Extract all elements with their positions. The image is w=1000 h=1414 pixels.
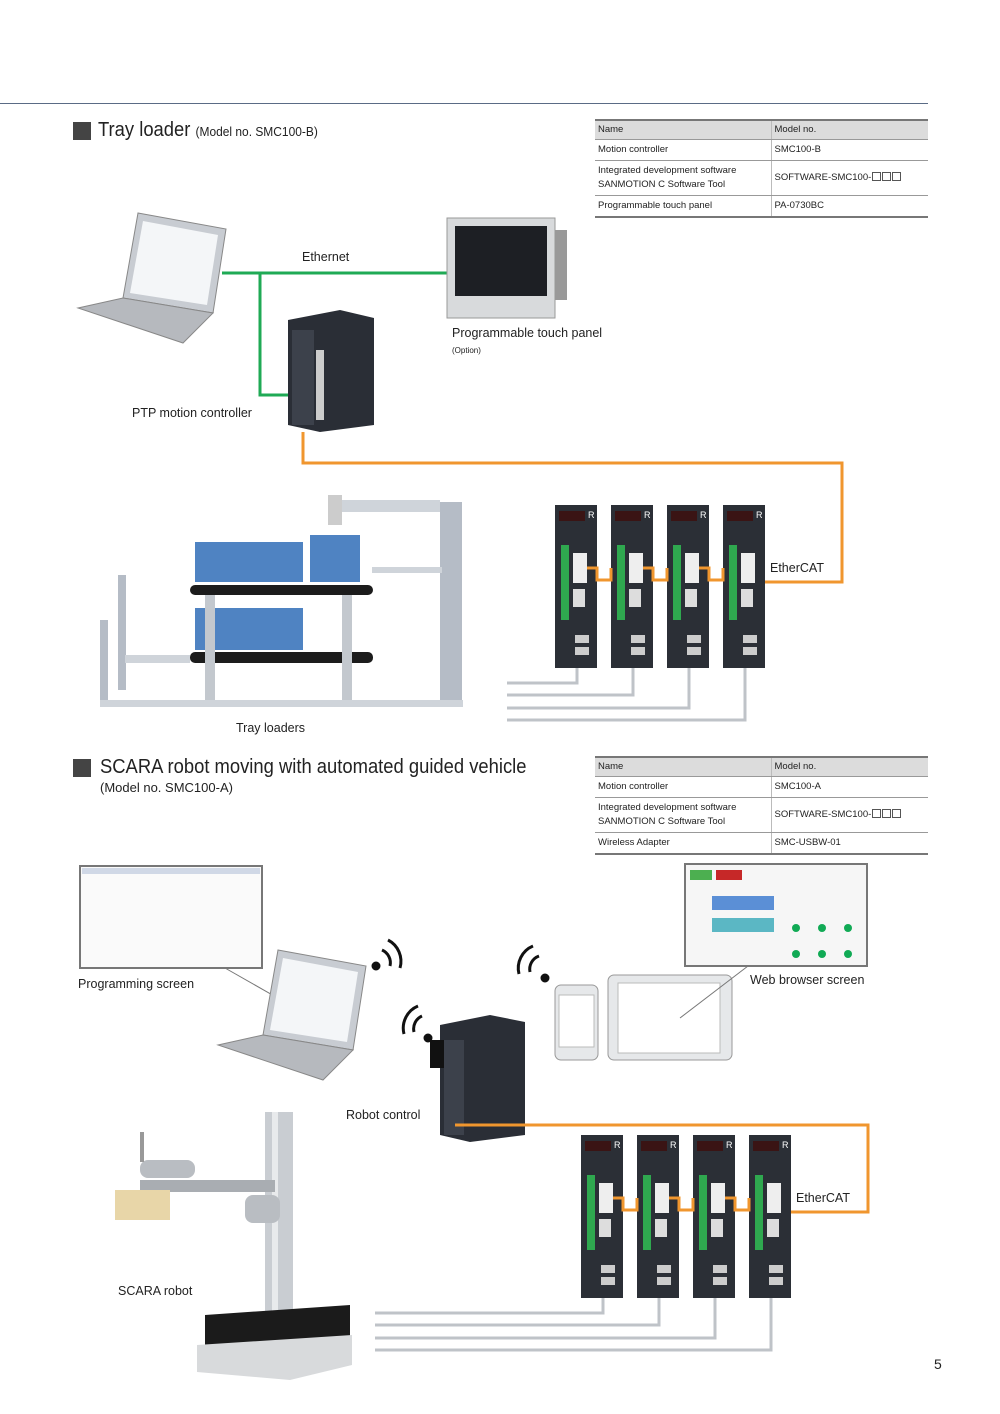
placeholder-box (882, 171, 892, 181)
ethercat-label: EtherCAT (796, 1191, 850, 1205)
cell-text: SOFTWARE-SMC100- (774, 171, 872, 183)
placeholder-box (892, 171, 902, 181)
robot-control-label: Robot control (346, 1108, 421, 1122)
servo-drive (667, 505, 709, 668)
ethercat-link (643, 566, 669, 582)
wifi-icon (401, 1004, 433, 1043)
title-text: Tray loader (98, 119, 191, 141)
tray-loader-illustration (100, 495, 463, 707)
option-label: (Option) (452, 346, 481, 355)
placeholder-box (872, 808, 882, 818)
col-model: Model no. (771, 119, 928, 140)
servo-drive (611, 505, 653, 668)
cell-line: Integrated development software (598, 801, 737, 813)
servo-drive (749, 1135, 791, 1298)
ethercat-link (699, 566, 725, 582)
servo-drives-2 (581, 1135, 791, 1298)
tablet-image (607, 974, 733, 1061)
cell: Programmable touch panel (595, 195, 772, 218)
wifi-icon (516, 944, 550, 983)
ethercat-line (301, 432, 844, 584)
laptop-2 (217, 949, 367, 1081)
cell: Wireless Adapter (595, 832, 772, 855)
web-browser-screen-label: Web browser screen (750, 973, 865, 987)
servo-drive (555, 505, 597, 668)
touch-panel-image (446, 217, 567, 319)
web-browser-screen-image (679, 863, 868, 1019)
section-title-scara: SCARA robot moving with automated guided… (100, 756, 527, 778)
servo-drive (723, 505, 765, 668)
cell: SOFTWARE-SMC100- (771, 797, 928, 833)
cell-text: SOFTWARE-SMC100- (774, 808, 872, 820)
servo-drive (693, 1135, 735, 1298)
ethercat-link (669, 1196, 695, 1212)
cell-line: SANMOTION C Software Tool (598, 815, 726, 827)
touch-panel-label: Programmable touch panel (452, 326, 603, 340)
model-number: (Model no. SMC100-B) (195, 124, 318, 139)
cell: SMC100-B (771, 139, 928, 161)
heading-square-icon (73, 122, 91, 140)
ethercat-link (613, 1196, 639, 1212)
controller-image-1 (288, 310, 374, 432)
tray-loaders-label: Tray loaders (236, 721, 306, 735)
cell: SOFTWARE-SMC100- (771, 160, 928, 196)
cell: SMC-USBW-01 (771, 832, 928, 855)
placeholder-box (892, 808, 902, 818)
controller-image-2 (430, 1015, 525, 1142)
ethernet-label: Ethernet (302, 250, 350, 264)
col-model: Model no. (771, 756, 928, 777)
cell-line: SANMOTION C Software Tool (598, 178, 726, 190)
servo-drive (581, 1135, 623, 1298)
laptop-1 (77, 212, 227, 344)
page-number: 5 (934, 1356, 942, 1372)
programming-screen-label: Programming screen (78, 977, 195, 991)
servo-drives-1 (555, 505, 765, 668)
scara-label: SCARA robot (118, 1284, 193, 1298)
heading-square-icon (73, 759, 91, 777)
programming-screen-image (79, 865, 291, 1006)
ethercat-link (725, 1196, 751, 1212)
cell: Motion controller (595, 776, 772, 798)
scara-robot-illustration (115, 1112, 352, 1380)
placeholder-box (882, 808, 892, 818)
signal-lines-2 (375, 1298, 773, 1352)
placeholder-box (872, 171, 882, 181)
ethernet-line (258, 273, 292, 397)
section-title-tray-loader: Tray loader (Model no. SMC100-B) (98, 119, 318, 142)
ethercat-line (455, 1123, 870, 1214)
col-name: Name (595, 756, 772, 777)
controller-label: PTP motion controller (132, 406, 252, 420)
ethercat-label: EtherCAT (770, 561, 824, 575)
cell: Motion controller (595, 139, 772, 161)
col-name: Name (595, 119, 772, 140)
top-rule (0, 103, 928, 104)
model-number: (Model no. SMC100-A) (100, 780, 233, 795)
cell-line: Integrated development software (598, 164, 737, 176)
wifi-icon (371, 938, 403, 971)
cell: SMC100-A (771, 776, 928, 798)
servo-drive (637, 1135, 679, 1298)
signal-lines-1 (507, 668, 747, 722)
ethercat-link (587, 566, 613, 582)
smartphone-image (554, 984, 599, 1061)
cell: PA-0730BC (771, 195, 928, 218)
